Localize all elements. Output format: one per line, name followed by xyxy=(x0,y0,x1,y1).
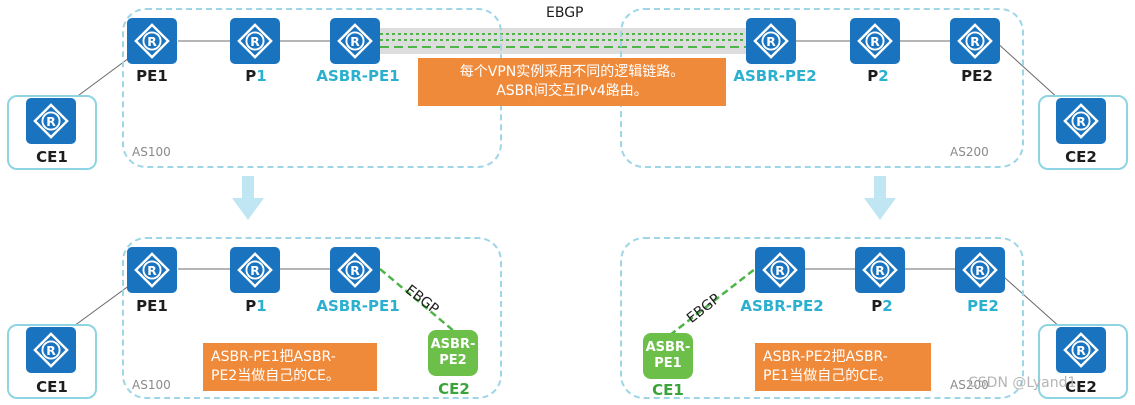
watermark: CSDN @Lyand1 xyxy=(968,375,1077,391)
virtual-ce-line2-bl: PE2 xyxy=(439,353,467,368)
down-arrow-icon xyxy=(864,176,896,220)
virtual-ce-node-bl: ASBR- PE2 xyxy=(428,330,478,376)
router-icon: R xyxy=(127,247,177,293)
p1-label-bl: P1 xyxy=(245,297,267,315)
svg-text:R: R xyxy=(350,264,360,278)
svg-text:R: R xyxy=(875,264,885,278)
svg-text:R: R xyxy=(46,344,56,358)
router-icon: R xyxy=(950,18,1000,64)
router-icon: R xyxy=(955,247,1005,293)
svg-text:R: R xyxy=(250,35,260,49)
pe1-label-bl: PE1 xyxy=(136,297,168,315)
router-icon: R xyxy=(1056,98,1106,144)
router-icon: R xyxy=(26,98,76,144)
callout-top-line2: ASBR间交互IPv4路由。 xyxy=(496,83,648,99)
svg-text:R: R xyxy=(970,35,980,49)
pe2-label-top: PE2 xyxy=(961,67,993,85)
as100-area-bottom xyxy=(122,237,502,399)
as100-label-top: AS100 xyxy=(132,145,171,159)
svg-text:R: R xyxy=(1076,344,1086,358)
svg-text:R: R xyxy=(147,35,157,49)
virtual-ce-line1-br: ASBR- xyxy=(645,340,691,355)
svg-text:R: R xyxy=(1076,115,1086,129)
svg-text:R: R xyxy=(250,264,260,278)
asbr-pe2-label-top: ASBR-PE2 xyxy=(733,67,817,85)
svg-text:R: R xyxy=(775,264,785,278)
router-icon: R xyxy=(330,247,380,293)
virtual-ce-label-bl: CE2 xyxy=(438,380,470,398)
asbr-pe1-label-bl: ASBR-PE1 xyxy=(316,297,400,315)
router-icon: R xyxy=(330,18,380,64)
ce1-label-bl: CE1 xyxy=(36,378,68,396)
router-icon: R xyxy=(855,247,905,293)
virtual-ce-label-br: CE1 xyxy=(652,381,684,399)
router-icon: R xyxy=(755,247,805,293)
router-icon: R xyxy=(26,327,76,373)
callout-br-line2: PE1当做自己的CE。 xyxy=(763,368,892,384)
svg-text:R: R xyxy=(350,35,360,49)
ebgp-link-bl xyxy=(379,268,456,333)
callout-br: ASBR-PE2把ASBR- PE1当做自己的CE。 xyxy=(755,343,931,391)
as200-label-top: AS200 xyxy=(950,145,989,159)
p1-label-top: P1 xyxy=(245,67,267,85)
router-icon: R xyxy=(127,18,177,64)
svg-text:R: R xyxy=(46,115,56,129)
asbr-pe1-label-top: ASBR-PE1 xyxy=(316,67,400,85)
svg-text:R: R xyxy=(147,264,157,278)
ce2-label-br: CE2 xyxy=(1065,378,1097,396)
router-icon: R xyxy=(230,18,280,64)
callout-top: 每个VPN实例采用不同的逻辑链路。 ASBR间交互IPv4路由。 xyxy=(418,58,726,106)
ce1-label-top: CE1 xyxy=(36,148,68,166)
router-icon: R xyxy=(230,247,280,293)
pe2-label-br: PE2 xyxy=(967,297,999,315)
virtual-ce-line1-bl: ASBR- xyxy=(430,337,476,352)
pe1-label-top: PE1 xyxy=(136,67,168,85)
ebgp-label-top: EBGP xyxy=(546,5,584,21)
callout-bl-line2: PE2当做自己的CE。 xyxy=(211,368,340,384)
svg-text:R: R xyxy=(766,35,776,49)
asbr-pe2-label-br: ASBR-PE2 xyxy=(740,297,824,315)
router-icon: R xyxy=(746,18,796,64)
ce2-label-top: CE2 xyxy=(1065,148,1097,166)
down-arrow-icon xyxy=(232,176,264,220)
as200-label-bottom: AS200 xyxy=(950,378,989,392)
ebgp-link-br xyxy=(669,268,756,336)
virtual-ce-line2-br: PE1 xyxy=(654,356,682,371)
virtual-ce-node-br: ASBR- PE1 xyxy=(643,333,693,379)
callout-top-line1: 每个VPN实例采用不同的逻辑链路。 xyxy=(459,64,685,80)
svg-text:R: R xyxy=(975,264,985,278)
as100-label-bottom: AS100 xyxy=(132,378,171,392)
svg-text:R: R xyxy=(870,35,880,49)
p2-label-br: P2 xyxy=(871,297,893,315)
callout-bl-line1: ASBR-PE1把ASBR- xyxy=(211,349,336,365)
p2-label-top: P2 xyxy=(867,67,889,85)
router-icon: R xyxy=(850,18,900,64)
as200-area-bottom xyxy=(620,237,1024,399)
router-icon: R xyxy=(1056,327,1106,373)
callout-bl: ASBR-PE1把ASBR- PE2当做自己的CE。 xyxy=(203,343,377,391)
callout-br-line1: ASBR-PE2把ASBR- xyxy=(763,349,888,365)
